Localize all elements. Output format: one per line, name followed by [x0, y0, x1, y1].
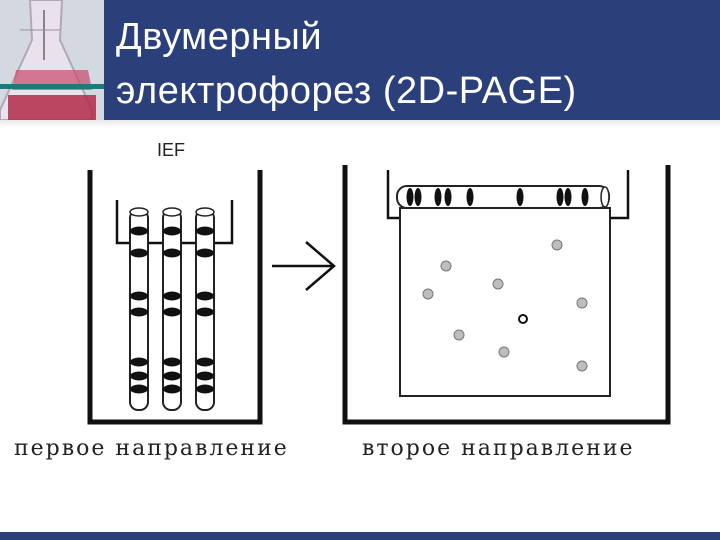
protein-band — [444, 188, 452, 206]
caption-first-direction: первое направление — [14, 436, 289, 461]
protein-band — [196, 371, 214, 381]
right-tank-outline — [342, 165, 671, 425]
protein-band — [196, 291, 214, 301]
flask-icon — [0, 0, 104, 120]
protein-band — [130, 226, 148, 236]
protein-band — [434, 188, 442, 206]
protein-band — [163, 357, 181, 367]
protein-band — [414, 188, 422, 206]
protein-spot-marked — [518, 314, 528, 324]
second-direction-tank — [342, 165, 671, 425]
tube-bands — [130, 226, 214, 394]
protein-band — [556, 188, 564, 206]
transfer-arrow — [272, 241, 336, 291]
protein-spot — [576, 360, 588, 372]
protein-spot — [498, 346, 510, 358]
protein-band — [564, 188, 572, 206]
protein-band — [163, 291, 181, 301]
first-direction-tank — [87, 170, 263, 425]
title-line-1: Двумерный — [116, 16, 323, 58]
protein-band — [516, 188, 524, 206]
protein-band — [130, 291, 148, 301]
title-line-2: электрофорез (2D-PAGE) — [116, 70, 577, 112]
slide-header: Двумерный электрофорез (2D-PAGE) — [0, 0, 720, 120]
protein-band — [163, 307, 181, 317]
protein-spot — [440, 260, 452, 272]
flask-logo — [0, 0, 104, 120]
ief-label: IEF — [157, 140, 186, 160]
protein-band — [406, 188, 414, 206]
protein-band — [163, 248, 181, 258]
electrophoresis-diagram — [87, 165, 671, 425]
protein-spot — [453, 329, 465, 341]
protein-band — [130, 248, 148, 258]
protein-band — [130, 384, 148, 394]
protein-band — [163, 384, 181, 394]
protein-band — [163, 371, 181, 381]
left-tank-outline — [87, 170, 263, 425]
gel-slab — [399, 207, 611, 397]
protein-band — [581, 188, 589, 206]
footer-bar — [0, 532, 720, 540]
protein-band — [130, 307, 148, 317]
gel-spots — [422, 239, 588, 372]
protein-spot — [422, 288, 434, 300]
protein-spot — [492, 278, 504, 290]
protein-band — [130, 371, 148, 381]
protein-spot — [576, 297, 588, 309]
protein-band — [196, 357, 214, 367]
protein-band — [196, 248, 214, 258]
slide-title: Двумерный электрофорез (2D-PAGE) — [116, 10, 706, 118]
protein-band — [466, 188, 474, 206]
protein-spot — [551, 239, 563, 251]
protein-band — [163, 226, 181, 236]
protein-band — [196, 226, 214, 236]
strip-bands — [406, 188, 589, 206]
protein-band — [130, 357, 148, 367]
caption-second-direction: вторoе направление — [362, 436, 635, 461]
ief-strip-horizontal — [396, 185, 610, 209]
protein-band — [196, 307, 214, 317]
protein-band — [196, 384, 214, 394]
header-divider — [0, 120, 720, 128]
